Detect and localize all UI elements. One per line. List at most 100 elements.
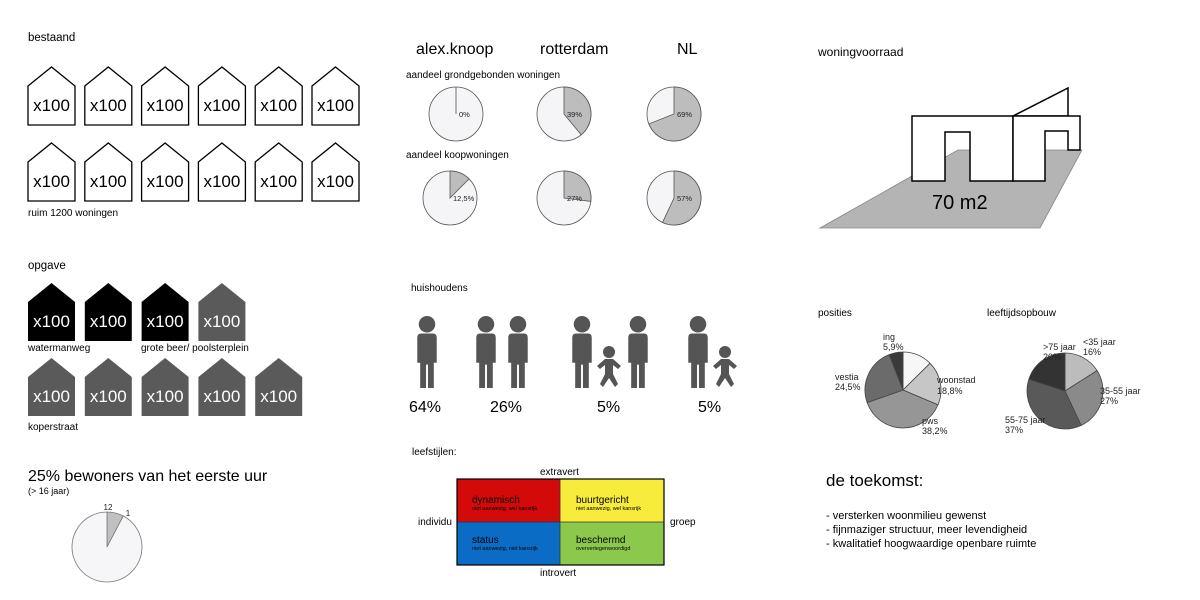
slice-name-pws: pws [922,416,939,426]
first-residents-label-1: 1 [126,509,131,518]
bestaand-heading: bestaand [28,32,75,44]
house-icon: x100 [311,142,360,202]
house-icon: x100 [28,283,75,341]
pie-slice [866,389,939,429]
pie-slice [902,362,942,406]
house-label: x100 [147,172,184,191]
axis-label-top: extravert [540,467,579,478]
positions-heading: posities [818,308,852,319]
adult-icon [476,316,496,388]
pie-slice [1028,352,1066,392]
slice-value-35-55: 27% [1100,396,1118,406]
house-label: x100 [33,312,70,331]
pie-value-label: 0% [459,110,470,119]
age-structure-pie [1026,352,1104,430]
floor-area-label: 70 m2 [932,192,988,214]
house-shape [255,358,303,416]
house-label: x100 [90,312,127,331]
house-shape [84,66,133,126]
first-residents-subtitle: (> 16 jaar) [28,486,69,496]
group-label-watermanweg: watermanweg [27,343,90,354]
house-label: x100 [33,96,70,115]
group-label-grote-beer: grote beer/ poolsterplein [141,343,249,354]
axis-label-left: individu [418,517,452,528]
house-label: x100 [90,96,127,115]
slice-value-under-35: 16% [1083,347,1101,357]
opgave-heading: opgave [28,260,66,272]
house-icon: x100 [141,283,189,341]
comparison-pies: 0% 39% 69% 12,5% 27% 57% [422,86,702,226]
pie-value-label: 57% [677,194,692,203]
comparison-pie: 39% [536,86,592,142]
house-icon: x100 [141,358,189,416]
pie-slice [563,86,592,136]
house-label: x100 [147,312,184,331]
quadrant-buurtgericht [560,479,664,522]
pie-slice [661,170,702,226]
quadrant-beschermd [560,522,664,565]
series-title-grondgebonden: aandeel grondgebonden woningen [406,70,560,81]
slice-value-ing: 5,9% [883,342,904,352]
house-icon: x100 [198,283,246,341]
future-item: - kwalitatief hoogwaardige openbare ruim… [826,538,1036,550]
slice-name-woonstad: woonstad [936,375,976,385]
positions-pie [864,351,942,429]
column-header-alex-knoop: alex.knoop [416,41,493,58]
first-residents-label-12: 12 [104,503,113,512]
quadrant-note-buurtgericht: niet aanwezig, wel kansrijk [576,506,641,512]
house-label: x100 [147,96,184,115]
house-label: x100 [147,387,184,406]
house-label: x100 [317,172,354,191]
house-icon: x100 [84,66,133,126]
slice-value-pws: 38,2% [922,426,948,436]
pie-slice [563,170,592,202]
slice-value-woonstad: 18,8% [937,386,963,396]
comparison-pie: 69% [646,86,702,142]
quadrant-status [457,522,560,565]
house-shape [140,142,190,202]
house-label: x100 [260,172,297,191]
house-label: x100 [260,96,297,115]
household-share-family: 5% [597,399,620,416]
housing-stock-heading: woningvoorraad [817,45,903,59]
quadrant-note-dynamisch: niet aanwezig, wel kansrijk [472,506,537,512]
house-icon: x100 [140,142,190,202]
house-shape [28,358,75,416]
pie-value-label: 12,5% [453,194,475,203]
quadrant-note-beschermd: oververtegenwoordigd [576,546,630,552]
pie-slice [1026,378,1082,430]
house-icon: x100 [27,66,76,126]
child-icon [597,346,621,387]
household-group [688,316,737,388]
household-share-single: 64% [409,399,441,416]
comparison-pie: 27% [536,170,592,226]
house-icon: x100 [197,142,247,202]
pie-slice [71,511,143,583]
axis-label-right: groep [670,517,696,528]
household-share-single-parent: 5% [698,399,721,416]
house-shape [254,142,303,202]
house-icon: x100 [311,66,360,126]
future-item: - fijnmaziger structuur, meer levendighe… [826,524,1027,536]
house-icon: x100 [84,283,132,341]
house-shape [198,283,246,341]
adult-icon [628,316,648,388]
house-shape [311,66,360,126]
house-icon: x100 [254,142,303,202]
age-structure-heading: leeftijdsopbouw [987,308,1057,319]
house-shape [28,283,75,341]
house-icon: x100 [84,358,132,416]
house-icon: x100 [140,66,190,126]
adult-icon [572,316,592,388]
slice-name-ing: ing [883,332,895,342]
left-room-wall [911,115,1014,182]
future-item: - versterken woonmilieu gewenst [826,510,986,522]
first-residents-pie [71,511,143,583]
house-shape [84,142,133,202]
house-icon: x100 [198,358,246,416]
right-room-wall [1012,115,1081,182]
back-wall [1012,86,1069,117]
house-label: x100 [203,387,240,406]
house-shape [84,283,132,341]
